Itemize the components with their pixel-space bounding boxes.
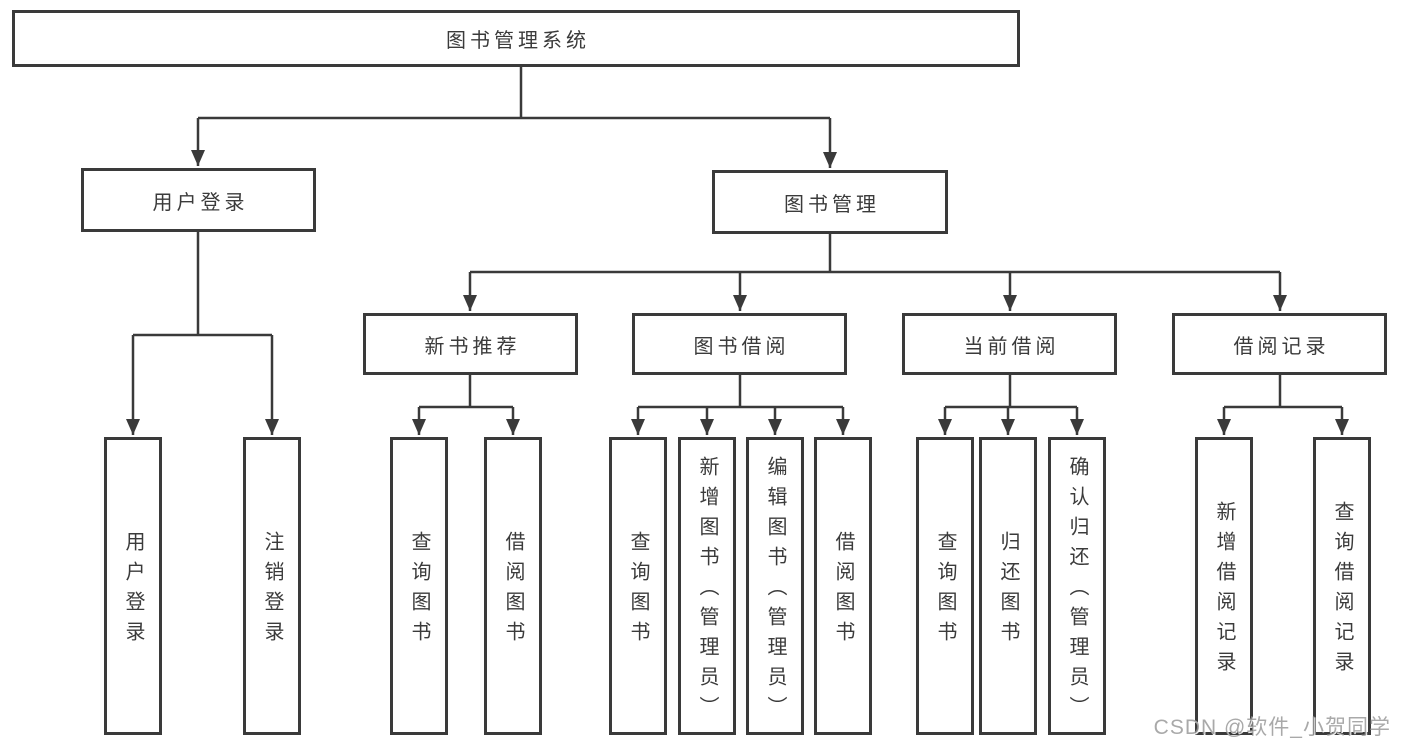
leaf-borrow-books-2-label: 借阅图书 — [832, 531, 854, 651]
leaf-query-books-3-label: 查询图书 — [934, 531, 956, 651]
node-current-borrow: 当前借阅 — [902, 313, 1117, 375]
connector-current-borrow — [945, 375, 1077, 409]
leaf-logout-label: 注销登录 — [261, 531, 283, 651]
leaf-user-login-label: 用户登录 — [122, 531, 144, 651]
leaf-logout: 注销登录 — [243, 437, 301, 735]
connector-root — [198, 67, 830, 120]
leaf-query-books-2-label: 查询图书 — [627, 531, 649, 651]
leaf-query-borrow-record-label: 查询借阅记录 — [1331, 501, 1353, 681]
leaf-return-book-label: 归还图书 — [997, 531, 1019, 651]
leaf-query-books-2: 查询图书 — [609, 437, 667, 735]
node-root-system: 图书管理系统 — [12, 10, 1020, 67]
node-new-book-recommend: 新书推荐 — [363, 313, 578, 375]
leaf-add-borrow-record: 新增借阅记录 — [1195, 437, 1253, 735]
node-user-login: 用户登录 — [81, 168, 316, 232]
leaf-edit-book-admin: 编辑图书（管理员） — [746, 437, 804, 735]
leaf-add-book-admin: 新增图书（管理员） — [678, 437, 736, 735]
connector-user-login — [133, 232, 272, 337]
node-book-borrow: 图书借阅 — [632, 313, 847, 375]
connector-borrow-records — [1224, 375, 1342, 409]
leaf-add-borrow-record-label: 新增借阅记录 — [1213, 501, 1235, 681]
connector-new-book-recommend — [419, 375, 513, 409]
leaf-query-books-1-label: 查询图书 — [408, 531, 430, 651]
leaf-edit-book-admin-label: 编辑图书（管理员） — [764, 456, 786, 726]
csdn-watermark: CSDN @软件_小贺同学 — [1153, 716, 1391, 739]
node-book-management: 图书管理 — [712, 170, 948, 234]
leaf-user-login: 用户登录 — [104, 437, 162, 735]
leaf-borrow-books-1: 借阅图书 — [484, 437, 542, 735]
leaf-confirm-return-admin-label: 确认归还（管理员） — [1066, 456, 1088, 726]
leaf-query-books-3: 查询图书 — [916, 437, 974, 735]
leaf-confirm-return-admin: 确认归还（管理员） — [1048, 437, 1106, 735]
leaf-borrow-books-2: 借阅图书 — [814, 437, 872, 735]
leaf-query-books-1: 查询图书 — [390, 437, 448, 735]
leaf-query-borrow-record: 查询借阅记录 — [1313, 437, 1371, 735]
leaf-return-book: 归还图书 — [979, 437, 1037, 735]
leaf-borrow-books-1-label: 借阅图书 — [502, 531, 524, 651]
node-borrow-records: 借阅记录 — [1172, 313, 1387, 375]
connector-book-management — [470, 234, 1280, 274]
connector-book-borrow — [638, 375, 843, 409]
leaf-add-book-admin-label: 新增图书（管理员） — [696, 456, 718, 726]
